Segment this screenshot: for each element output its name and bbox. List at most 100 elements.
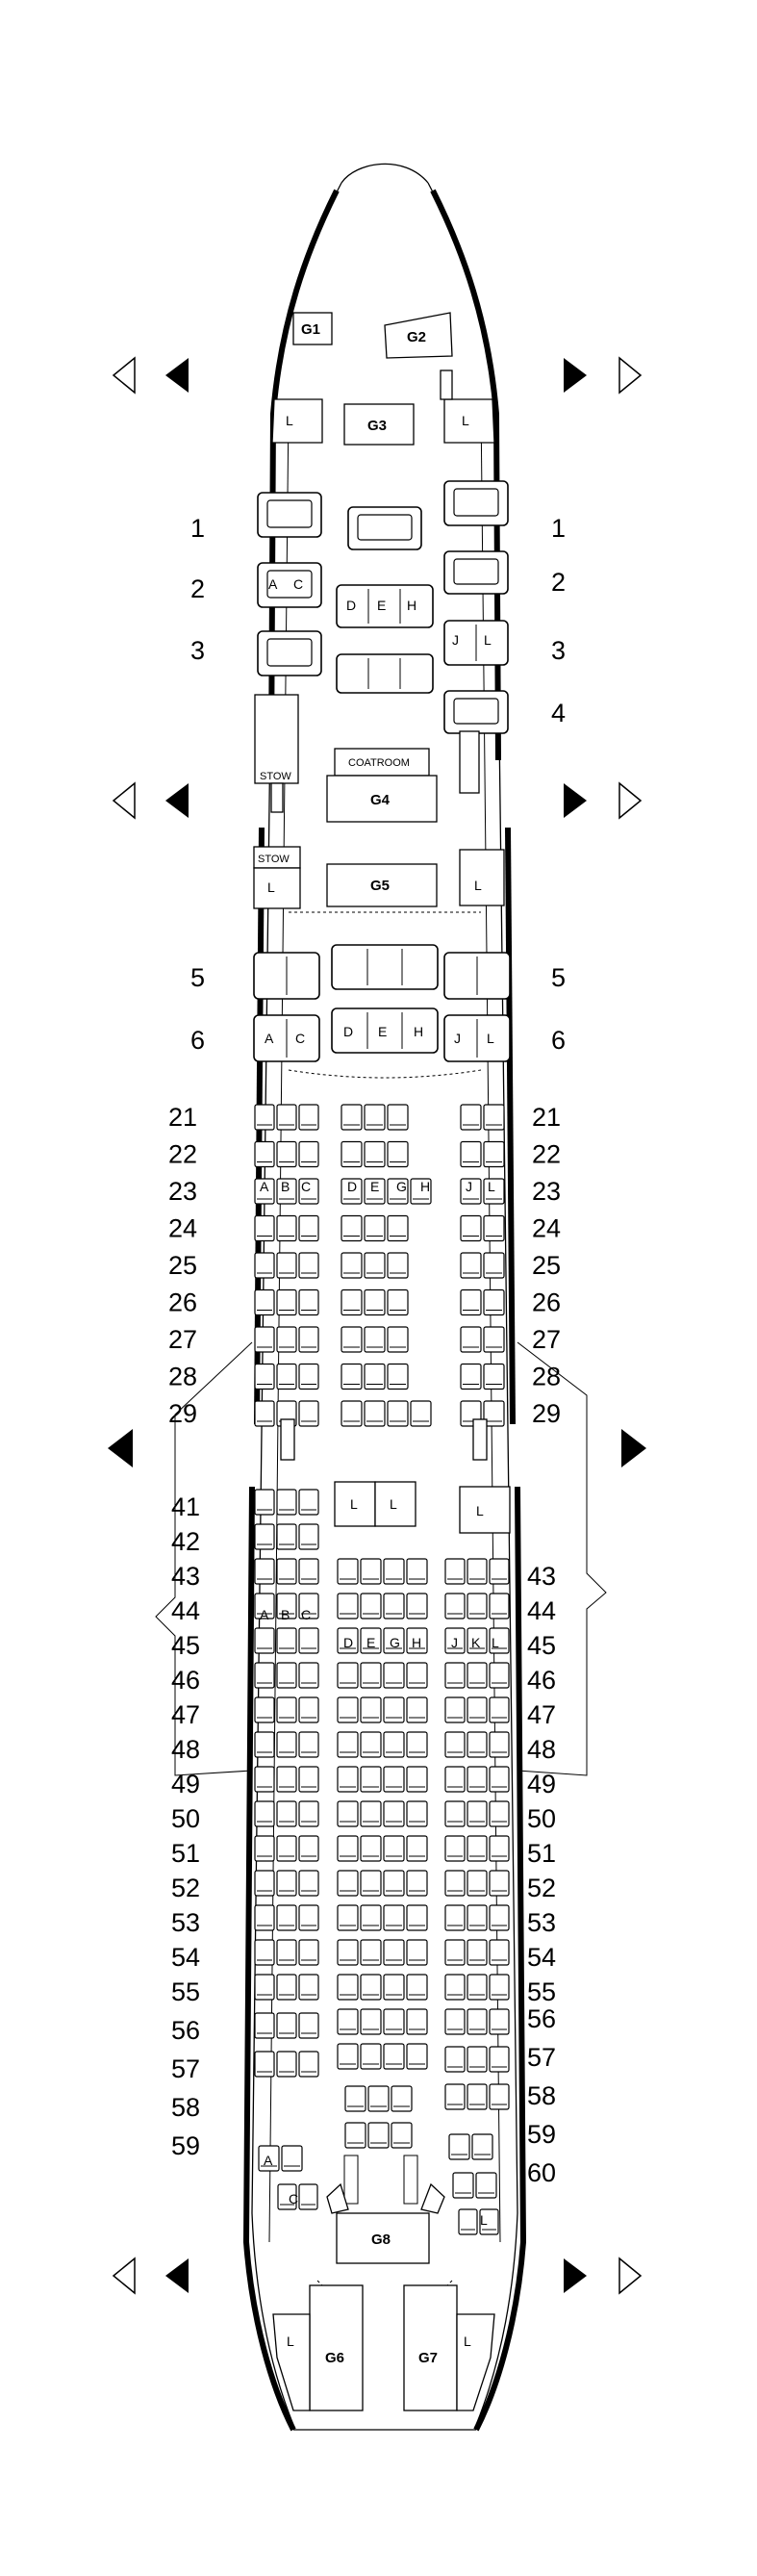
seat-block-left[interactable] [254, 1363, 319, 1390]
first-seat-1A[interactable] [257, 492, 322, 538]
seat-block-center[interactable] [341, 1363, 409, 1390]
seat-block-left[interactable] [254, 1489, 319, 1516]
seat-block-left[interactable] [254, 1214, 319, 1242]
seat-block-left[interactable] [254, 1627, 319, 1654]
seat-block-right[interactable] [444, 2046, 510, 2073]
seat-block-right[interactable] [444, 1835, 510, 1862]
seat-block-right[interactable] [460, 1363, 505, 1390]
seat-block-center[interactable] [337, 1974, 428, 2001]
business-seat-6L[interactable] [443, 1014, 511, 1062]
seat-block-right[interactable] [444, 1870, 510, 1897]
seat-block-center[interactable] [337, 1662, 428, 1689]
seat-block-left[interactable] [277, 2183, 318, 2210]
seat-block-center[interactable] [341, 1326, 409, 1353]
seat-block-center[interactable] [341, 1214, 409, 1242]
seat-block-left[interactable] [254, 1800, 319, 1827]
seat-block-left[interactable] [254, 1904, 319, 1931]
seat-block-right[interactable] [460, 1288, 505, 1316]
seat-block-left[interactable] [254, 1593, 319, 1620]
seat-block-right[interactable] [460, 1214, 505, 1242]
first-seat-1L[interactable] [443, 480, 509, 526]
seat-block-left[interactable] [254, 1252, 319, 1279]
seat-block-center[interactable] [337, 2043, 428, 2070]
seat-block-right[interactable] [444, 1593, 510, 1620]
seat-block-left[interactable] [254, 1104, 319, 1131]
seat-block-right[interactable] [452, 2172, 497, 2199]
seat-block-right[interactable] [444, 2008, 510, 2035]
business-seat-6E[interactable] [331, 1007, 439, 1054]
seat-block-center[interactable] [337, 1800, 428, 1827]
seat-block-center[interactable] [337, 1870, 428, 1897]
seat-block-right[interactable] [460, 1252, 505, 1279]
seat-block-right[interactable] [460, 1326, 505, 1353]
seat-block-right[interactable] [460, 1178, 505, 1205]
seat-block-right[interactable] [444, 1696, 510, 1723]
seat-block-right[interactable] [444, 1974, 510, 2001]
seat-block-left[interactable] [254, 1140, 319, 1168]
seat-block-right[interactable] [448, 2133, 493, 2160]
seat-block-left[interactable] [254, 1288, 319, 1316]
first-seat-3A[interactable] [257, 630, 322, 676]
seat-block-center[interactable] [337, 1558, 428, 1585]
seat-block-center[interactable] [337, 2008, 428, 2035]
seat-block-left[interactable] [254, 1662, 319, 1689]
seat-block-left[interactable] [254, 1870, 319, 1897]
row-number: 22 [168, 1140, 197, 1169]
seat-block-right[interactable] [444, 1766, 510, 1793]
seat-block-center[interactable] [341, 1178, 432, 1205]
seat-block-left[interactable] [254, 1558, 319, 1585]
seat-block-right[interactable] [444, 1662, 510, 1689]
seat-block-left[interactable] [254, 1766, 319, 1793]
seat-block-right[interactable] [460, 1104, 505, 1131]
seat-block-right[interactable] [444, 2083, 510, 2110]
seat-block-center[interactable] [337, 1627, 428, 1654]
seat-block-left[interactable] [254, 2012, 319, 2039]
first-seat-3E[interactable] [336, 653, 434, 694]
seat-block-right[interactable] [458, 2208, 499, 2235]
seat-block-left[interactable] [254, 1835, 319, 1862]
seat-block-right[interactable] [460, 1400, 505, 1427]
seat-block-left[interactable] [254, 2051, 319, 2078]
seat-block-right[interactable] [444, 1800, 510, 1827]
seat-block-left[interactable] [254, 1523, 319, 1550]
first-seat-2L[interactable] [443, 550, 509, 595]
seat-block-center[interactable] [344, 2085, 413, 2112]
seat-block-center[interactable] [341, 1140, 409, 1168]
business-seat-6A[interactable] [253, 1014, 320, 1062]
stowage-upper [254, 694, 299, 784]
first-seat-4L[interactable] [443, 690, 509, 734]
first-seat-2E[interactable] [336, 584, 434, 628]
first-seat-3L[interactable] [443, 620, 509, 666]
seat-block-left[interactable] [254, 1939, 319, 1966]
seat-block-right[interactable] [444, 1904, 510, 1931]
seat-block-center[interactable] [341, 1252, 409, 1279]
seat-block-center[interactable] [337, 1766, 428, 1793]
business-seat-5E[interactable] [331, 944, 439, 990]
seat-block-left[interactable] [254, 1696, 319, 1723]
business-seat-5A[interactable] [253, 952, 320, 1000]
seat-block-right[interactable] [460, 1140, 505, 1168]
seat-block-center[interactable] [337, 1939, 428, 1966]
seat-block-center[interactable] [341, 1288, 409, 1316]
seat-block-center[interactable] [344, 2122, 413, 2149]
seat-block-right[interactable] [444, 1627, 510, 1654]
seat-block-center[interactable] [341, 1104, 409, 1131]
lav-label: L [474, 878, 482, 893]
seat-block-center[interactable] [337, 1696, 428, 1723]
business-seat-5L[interactable] [443, 952, 511, 1000]
first-seat-1E[interactable] [347, 506, 422, 550]
seat-block-center[interactable] [337, 1904, 428, 1931]
seat-block-left[interactable] [254, 1974, 319, 2001]
seat-block-right[interactable] [444, 1731, 510, 1758]
seat-block-left[interactable] [254, 1326, 319, 1353]
seat-block-center[interactable] [337, 1593, 428, 1620]
seat-block-right[interactable] [444, 1939, 510, 1966]
seat-block-left[interactable] [258, 2145, 303, 2172]
seat-block-center[interactable] [337, 1731, 428, 1758]
seat-block-center[interactable] [337, 1835, 428, 1862]
seat-block-right[interactable] [444, 1558, 510, 1585]
seat-block-left[interactable] [254, 1178, 319, 1205]
seat-block-center[interactable] [341, 1400, 432, 1427]
seat-block-left[interactable] [254, 1731, 319, 1758]
first-seat-2A[interactable] [257, 562, 322, 608]
